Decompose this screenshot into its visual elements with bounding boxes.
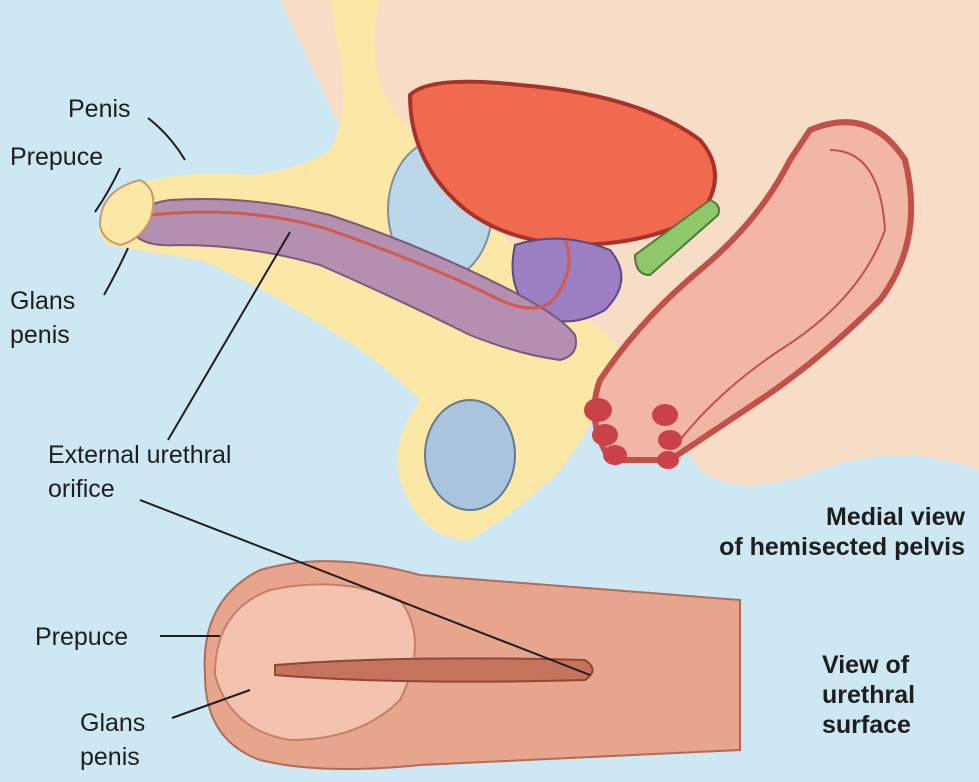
label-prepuce-bottom: Prepuce [35, 620, 128, 654]
urethral-groove [275, 658, 593, 681]
label-penis: Penis [68, 92, 131, 126]
label-glans-penis-bottom: Glans penis [80, 706, 145, 774]
label-prepuce-top: Prepuce [10, 140, 103, 174]
label-external-urethral-orifice: External urethral orifice [48, 438, 231, 506]
title-urethral-surface-view: View of urethral surface [822, 650, 915, 740]
label-glans-penis-top: Glans penis [10, 284, 75, 352]
ischial-tuberosity [425, 400, 515, 510]
title-medial-view: Medial view of hemisected pelvis [719, 502, 965, 562]
